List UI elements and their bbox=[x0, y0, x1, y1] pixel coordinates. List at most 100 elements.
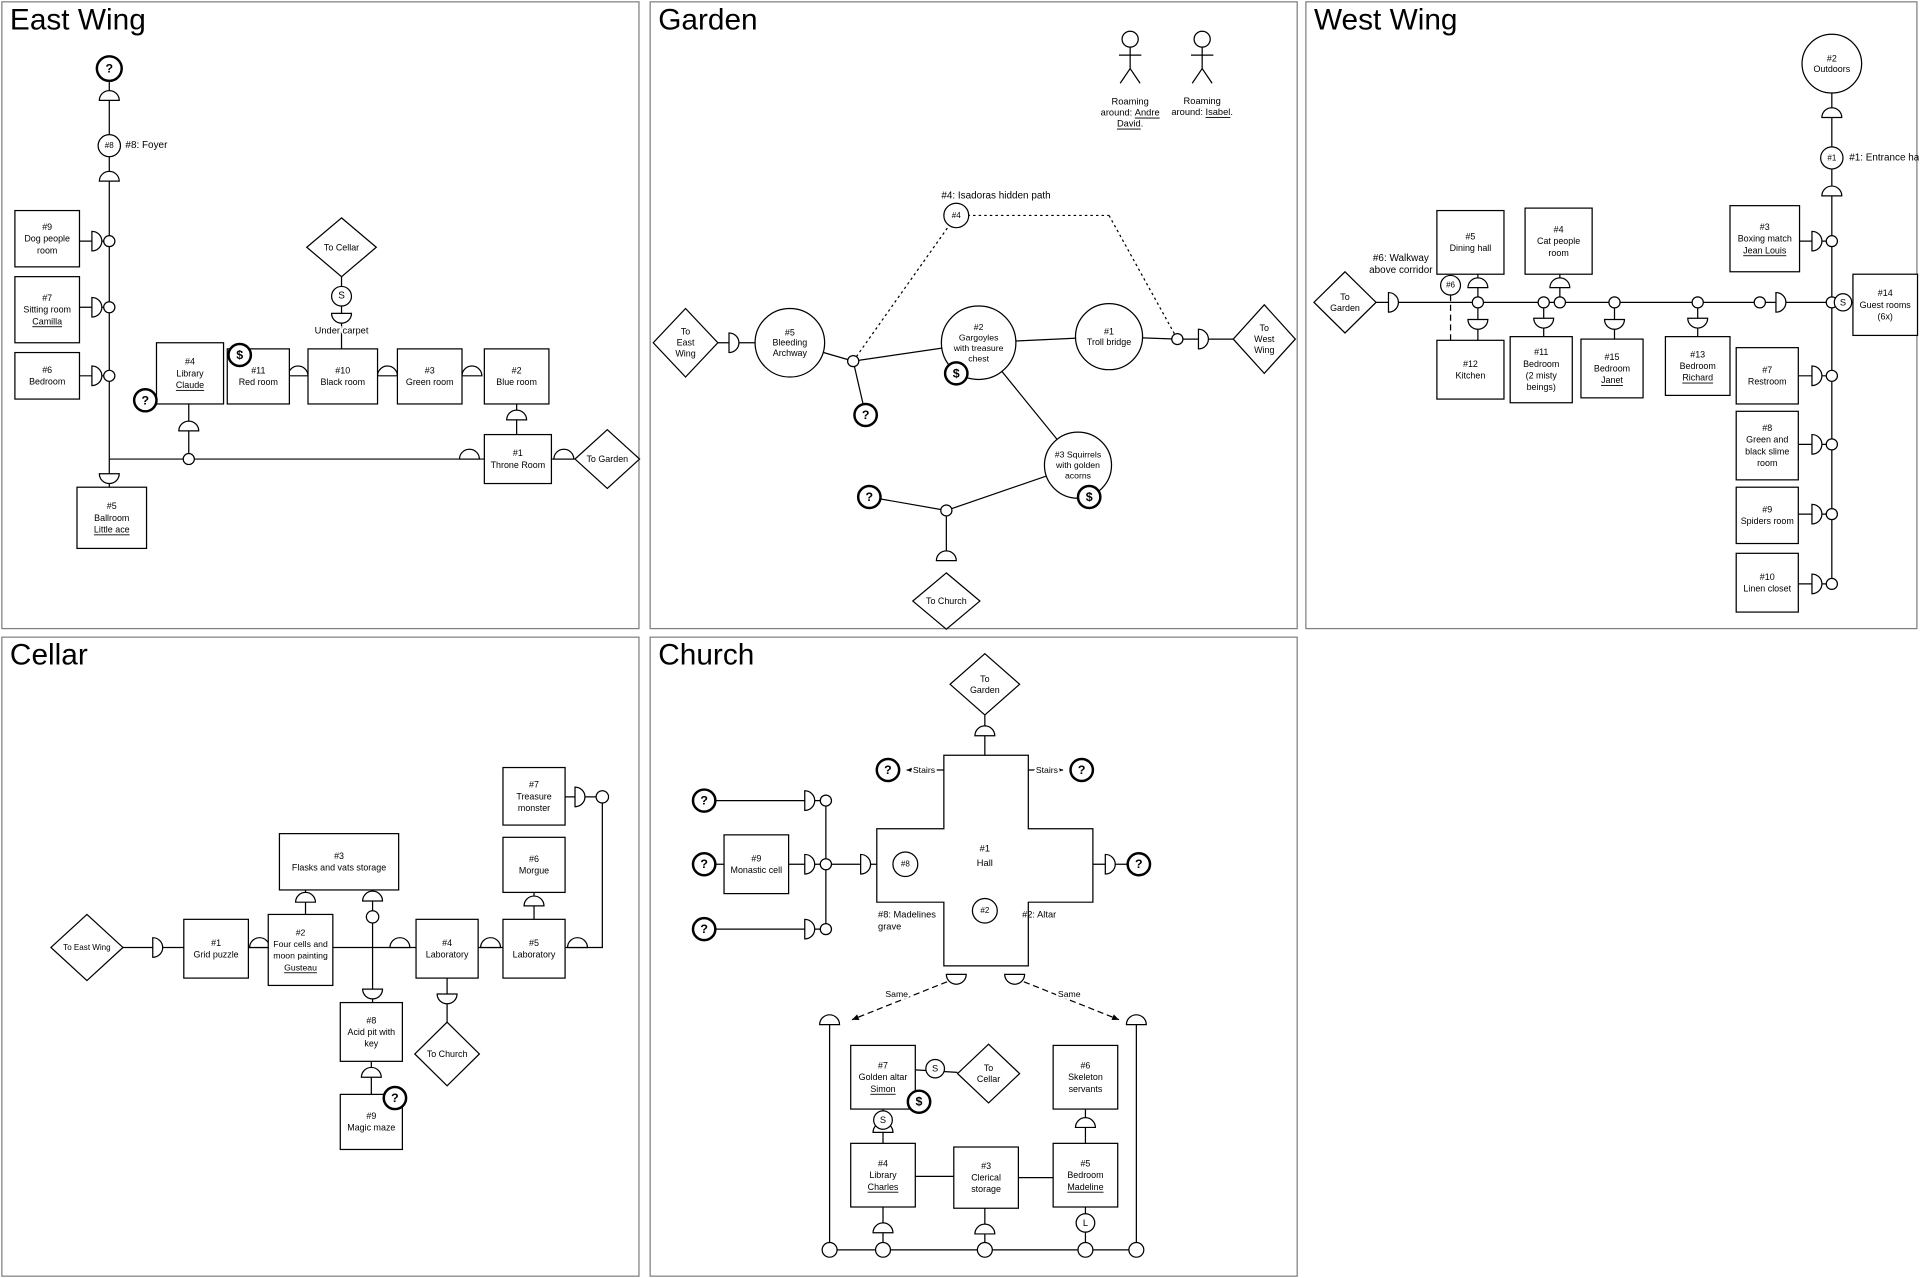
unknown-node: ? bbox=[95, 55, 123, 83]
svg-text:#4: #4 bbox=[952, 211, 962, 220]
svg-text:Magic maze: Magic maze bbox=[347, 1123, 395, 1133]
unknown-node: ? bbox=[691, 788, 717, 813]
arch bbox=[376, 365, 399, 377]
arch bbox=[974, 725, 996, 737]
svg-text:To: To bbox=[1340, 292, 1349, 302]
svg-text:?: ? bbox=[1135, 857, 1143, 871]
svg-text:Skeleton: Skeleton bbox=[1068, 1072, 1103, 1082]
arch bbox=[1104, 853, 1116, 875]
svg-text:David.: David. bbox=[1117, 119, 1143, 129]
svg-text:Charles: Charles bbox=[868, 1182, 899, 1192]
svg-text:#4: Isadoras hidden path: #4: Isadoras hidden path bbox=[941, 190, 1050, 201]
svg-text:Archway: Archway bbox=[773, 348, 808, 358]
svg-text:#3: #3 bbox=[981, 1161, 991, 1171]
arch bbox=[436, 993, 458, 1005]
arch bbox=[98, 170, 120, 182]
junction bbox=[1553, 296, 1567, 309]
svg-text:Richard: Richard bbox=[1682, 373, 1713, 383]
svg-text:#6: #6 bbox=[42, 365, 52, 375]
svg-text:Jean Louis: Jean Louis bbox=[1743, 245, 1787, 255]
svg-text:key: key bbox=[364, 1039, 378, 1049]
svg-text:#3 Squirrels: #3 Squirrels bbox=[1055, 450, 1101, 460]
svg-text:Acid pit with: Acid pit with bbox=[348, 1027, 396, 1037]
panel-title-east-wing: East Wing bbox=[9, 3, 146, 37]
unknown-node: ? bbox=[1126, 852, 1152, 877]
junction bbox=[1537, 296, 1550, 309]
svg-text:room: room bbox=[37, 245, 57, 255]
svg-text:Morgue: Morgue bbox=[519, 866, 549, 876]
svg-text:Claude: Claude bbox=[176, 380, 204, 390]
junction bbox=[1825, 369, 1839, 382]
svg-text:#4: #4 bbox=[185, 357, 195, 367]
arch bbox=[178, 420, 200, 432]
arch bbox=[1687, 317, 1709, 329]
svg-text:#5: #5 bbox=[1080, 1159, 1090, 1169]
junction bbox=[182, 452, 195, 466]
svg-text:Kitchen: Kitchen bbox=[1456, 371, 1486, 381]
junction bbox=[1077, 1241, 1094, 1258]
arch bbox=[249, 937, 271, 949]
junction bbox=[1171, 332, 1184, 346]
svg-text:#9: #9 bbox=[1762, 505, 1772, 515]
exit-to-church: To Church bbox=[413, 1021, 481, 1087]
svg-text:storage: storage bbox=[971, 1184, 1001, 1194]
svg-text:Dining hall: Dining hall bbox=[1450, 243, 1492, 253]
arch bbox=[1811, 503, 1823, 525]
line bbox=[1028, 766, 1064, 773]
svg-text:Hall: Hall bbox=[977, 858, 993, 868]
hidden-path-label: #4: Isadoras hidden path bbox=[940, 189, 1053, 204]
svg-text:Golden altar: Golden altar bbox=[859, 1072, 908, 1082]
junction bbox=[1825, 508, 1839, 521]
arch bbox=[935, 550, 957, 562]
svg-text:#8: #8 bbox=[105, 141, 115, 150]
arch bbox=[1811, 365, 1823, 387]
svg-text:Library: Library bbox=[176, 368, 204, 378]
junction bbox=[1471, 296, 1485, 309]
svg-text:chest: chest bbox=[968, 353, 989, 363]
arch bbox=[1811, 573, 1823, 595]
svg-text:To Garden: To Garden bbox=[586, 454, 628, 464]
svg-text:?: ? bbox=[700, 857, 708, 871]
svg-text:East: East bbox=[677, 338, 695, 348]
unknown-node: ? bbox=[875, 757, 901, 783]
svg-text:#5: #5 bbox=[107, 501, 117, 511]
svg-text:To: To bbox=[980, 674, 989, 684]
svg-text:Bleeding: Bleeding bbox=[772, 338, 807, 348]
svg-text:#1: #1 bbox=[1104, 326, 1114, 336]
arch bbox=[1821, 185, 1843, 197]
arch bbox=[872, 1222, 894, 1234]
line bbox=[851, 977, 957, 1021]
exit-to-church: To Church bbox=[911, 572, 981, 631]
arch bbox=[389, 937, 411, 949]
svg-text:Roaming: Roaming bbox=[1184, 96, 1221, 106]
svg-text:#6: #6 bbox=[529, 854, 539, 864]
svg-text:Janet: Janet bbox=[1601, 375, 1623, 385]
svg-text:#13: #13 bbox=[1690, 349, 1705, 359]
room-1-hall-cross bbox=[876, 754, 1094, 967]
npc-figure-andre-david bbox=[1118, 30, 1142, 84]
